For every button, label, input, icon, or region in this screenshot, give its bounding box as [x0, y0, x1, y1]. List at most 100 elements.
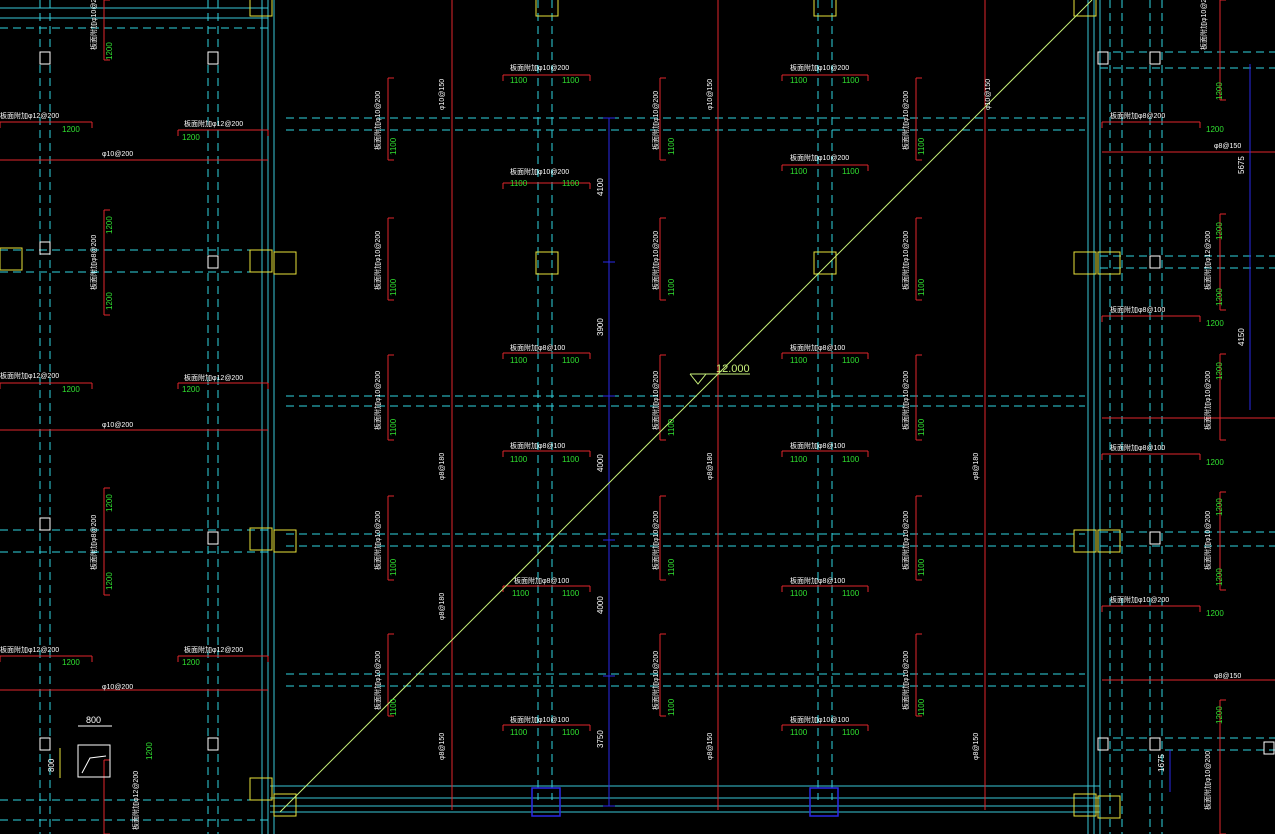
wall-lines	[0, 0, 1101, 834]
label-v-21: 板面附加φ10@200	[1203, 371, 1212, 430]
column-0	[249, 0, 273, 17]
label-pv-5: φ8@180	[973, 453, 980, 480]
column-small-13	[1149, 737, 1161, 751]
num-v12-1: 1200	[105, 216, 114, 234]
num-h-13: 1100	[842, 76, 860, 85]
label-pv-2: φ10@150	[985, 79, 992, 110]
label-v-19: 板面附加φ10@200	[1199, 0, 1208, 50]
num-v12-4: 1200	[105, 572, 114, 590]
num-v-5: 1100	[667, 137, 676, 155]
num-v-13: 1100	[917, 558, 926, 576]
label-pv-3: φ8@180	[439, 453, 446, 480]
num-v-6: 1100	[667, 278, 676, 296]
num-v-10: 1100	[917, 137, 926, 155]
column-small-9	[1149, 51, 1161, 65]
num-h12-9: 1200	[1206, 609, 1224, 618]
label-v-10: 板面附加φ10@200	[901, 91, 910, 150]
num-h-5: 1100	[562, 356, 580, 365]
num-h-19: 1100	[842, 455, 860, 464]
label-v-18: 板面附加φ12@200	[131, 771, 140, 830]
num-h-3: 1100	[562, 179, 580, 188]
label-v-7: 板面附加φ10@200	[651, 371, 660, 430]
label-h-11: 板面附加φ10@100	[790, 715, 849, 724]
num-h12-5: 1200	[182, 658, 200, 667]
column-small-4	[39, 517, 51, 531]
detail-width: 800	[86, 715, 101, 725]
label-v-5: 板面附加φ10@200	[651, 91, 660, 150]
num-h-20: 1100	[790, 589, 808, 598]
label-v-0: 板面附加φ10@200	[373, 91, 382, 150]
dim-text-r1: 5675	[1237, 156, 1246, 174]
label-h-10: 板面附加φ8@100	[790, 576, 845, 585]
column-small-2	[39, 241, 51, 255]
label-h-9: 板面附加φ8@100	[790, 441, 845, 450]
label-pv-1: φ10@150	[707, 79, 714, 110]
label-pv-6: φ8@180	[439, 593, 446, 620]
label-ph-3: φ8@150	[1214, 143, 1241, 150]
num-h-14: 1100	[790, 167, 808, 176]
num-h-17: 1100	[842, 356, 860, 365]
label-h-6: 板面附加φ10@200	[790, 63, 849, 72]
num-v-4: 1100	[389, 698, 398, 716]
num-h12-1: 1200	[182, 133, 200, 142]
num-h-0: 1100	[510, 76, 528, 85]
label-v-3: 板面附加φ10@200	[373, 511, 382, 570]
label-h-21: 板面附加φ10@200	[1110, 595, 1169, 604]
label-v-2: 板面附加φ10@200	[373, 371, 382, 430]
column-small-3	[207, 255, 219, 269]
label-pv-7: φ8@150	[439, 733, 446, 760]
num-h12-6: 1200	[1206, 125, 1224, 134]
column-small-0	[39, 51, 51, 65]
column-11	[273, 529, 297, 553]
column-9	[1097, 251, 1121, 275]
label-v-12: 板面附加φ10@200	[901, 371, 910, 430]
label-h-20: 板面附加φ8@100	[1110, 443, 1165, 452]
num-h-15: 1100	[842, 167, 860, 176]
dimension-lines	[603, 64, 1251, 807]
label-pv-4: φ8@180	[707, 453, 714, 480]
column-5	[273, 251, 297, 275]
label-h-7: 板面附加φ10@200	[790, 153, 849, 162]
label-h-3: 板面附加φ8@100	[510, 441, 565, 450]
column-6	[535, 251, 559, 275]
label-v-23: 板面附加φ10@200	[1203, 751, 1212, 810]
label-ph-1: φ10@200	[102, 422, 133, 429]
num-h12-8: 1200	[1206, 458, 1224, 467]
num-v12-0: 1200	[105, 42, 114, 60]
column-2	[813, 0, 837, 17]
dim-text-5: 3750	[596, 730, 605, 748]
label-h-5: 板面附加φ10@100	[510, 715, 569, 724]
num-v12-10: 1200	[1215, 498, 1224, 516]
elevation-value: 12.000	[716, 363, 750, 375]
num-h-10: 1100	[510, 728, 528, 737]
num-h-9: 1100	[562, 589, 580, 598]
column-14	[249, 777, 273, 801]
detail-box	[77, 744, 111, 778]
column-12	[1073, 529, 1097, 553]
dim-text-1: 4100	[596, 178, 605, 196]
num-h-6: 1100	[510, 455, 528, 464]
dim-text-r2: 4150	[1237, 328, 1246, 346]
num-h-16: 1100	[790, 356, 808, 365]
num-h-1: 1100	[562, 76, 580, 85]
num-v-14: 1100	[917, 698, 926, 716]
column-3	[1073, 0, 1097, 17]
num-v-12: 1100	[917, 418, 926, 436]
label-h-1: 板面附加φ10@200	[510, 167, 569, 176]
column-small-14	[1263, 741, 1275, 755]
num-v-1: 1100	[389, 278, 398, 296]
column-small-5	[207, 531, 219, 545]
label-v-4: 板面附加φ10@200	[373, 651, 382, 710]
num-v12-6: 1200	[1215, 82, 1224, 100]
label-h-15: 板面附加φ12@200	[184, 373, 243, 382]
label-v-8: 板面附加φ10@200	[651, 511, 660, 570]
label-v-6: 板面附加φ10@200	[651, 231, 660, 290]
column-small-6	[39, 737, 51, 751]
label-h-19: 板面附加φ8@100	[1110, 305, 1165, 314]
column-small-8	[1097, 51, 1109, 65]
num-h-23: 1100	[842, 728, 860, 737]
label-v-22: 板面附加φ10@200	[1203, 511, 1212, 570]
